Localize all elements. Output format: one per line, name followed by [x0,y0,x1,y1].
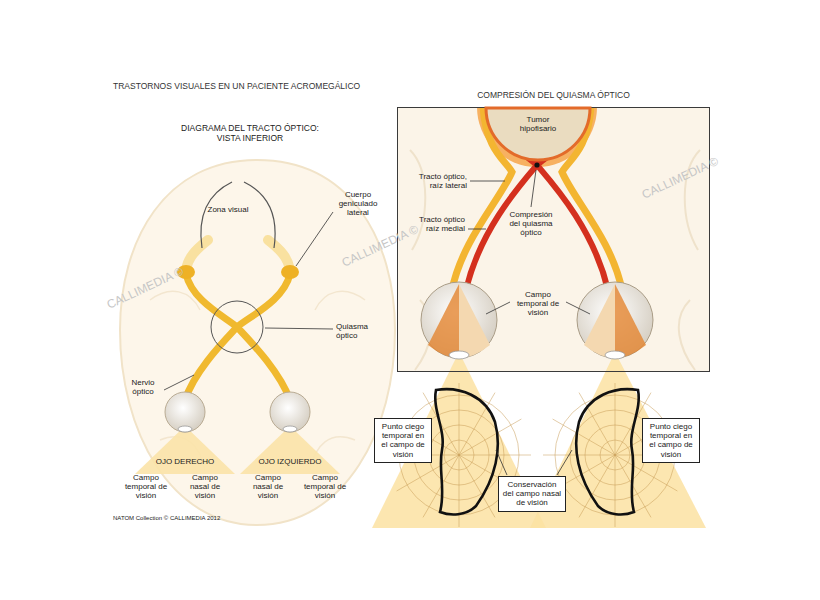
eye [421,282,497,358]
visual-cone [240,426,340,474]
visual-cone [135,426,235,474]
callout-box: Punto ciego temporal en el campo de visi… [374,418,432,463]
chiasm-circle [211,301,263,353]
field-name: Campo nasal de visión [245,473,291,501]
eye-lens [283,426,297,432]
part-name: Quiasma óptico [336,322,376,340]
compression-dot [534,162,539,167]
tumor-circle: Tumor hipofisario [486,108,590,160]
field-name: Campo nasal de visión [182,473,228,501]
credit-note: NATOM Collection © CALLIMEDIA 2012 [113,515,333,522]
eye-name: OJO DERECHO [152,457,218,466]
callout-text: Punto ciego temporal en el campo de visi… [378,422,428,459]
callout-text: Punto ciego temporal en el campo de visi… [646,422,696,459]
nasal-field-wedge [584,284,615,358]
part-name: Zona visual [203,205,253,214]
temporal-field-wedge [428,284,459,358]
callout-box: Punto ciego temporal en el campo de visi… [642,418,700,463]
panel-art [397,107,710,372]
part-name: Tracto óptico, raíz lateral [405,172,467,190]
leader-line [164,212,333,390]
optic-nerve [185,327,290,400]
diagram-subtitle: DIAGRAMA DEL TRACTO ÓPTICO: VISTA INFERI… [170,124,330,144]
panel-heading: COMPRESIÓN DEL QUIASMA ÓPTICO [398,91,709,101]
field-name: Campo temporal de visión [512,290,564,318]
leader-line [468,170,590,475]
panel-ground [397,107,710,372]
part-name: Compresión del quiasma óptico [505,210,557,238]
tumor-outline [486,108,590,160]
eye [270,392,310,432]
eye-lens [178,426,192,432]
callout-text: Conservación del campo nasal de visión [502,480,562,508]
part-name: Cuerpo geniculado lateral [334,190,382,218]
eye-lens [605,351,625,359]
visual-zone-arc [201,182,232,248]
eye [577,282,653,358]
eye-lens [449,351,469,359]
brain-outline [120,160,395,525]
tumor-label: Tumor hipofisario [508,115,568,133]
callout-box: Conservación del campo nasal de visión [498,476,566,512]
nasal-field-wedge [459,284,490,358]
diagram-title: TRASTORNOS VISUALES EN UN PACIENTE ACROM… [113,82,360,92]
medial-root [466,107,608,290]
temporal-field-wedge [615,284,646,358]
lateral-root [452,107,622,290]
eye-name: OJO IZQUIERDO [255,457,325,466]
diagram-panel: COMPRESIÓN DEL QUIASMA ÓPTICOTumor hipof… [397,107,710,372]
optic-tract [186,274,290,327]
preserved-field [435,389,498,514]
tumor-glow [477,107,597,167]
preserved-field [576,389,639,514]
geniculate-body [281,265,299,279]
eye [165,392,205,432]
field-name: Campo temporal de visión [299,473,351,501]
visual-zone-arc [244,182,275,248]
part-name: Nervio óptico [122,378,164,396]
field-name: Campo temporal de visión [120,473,172,501]
